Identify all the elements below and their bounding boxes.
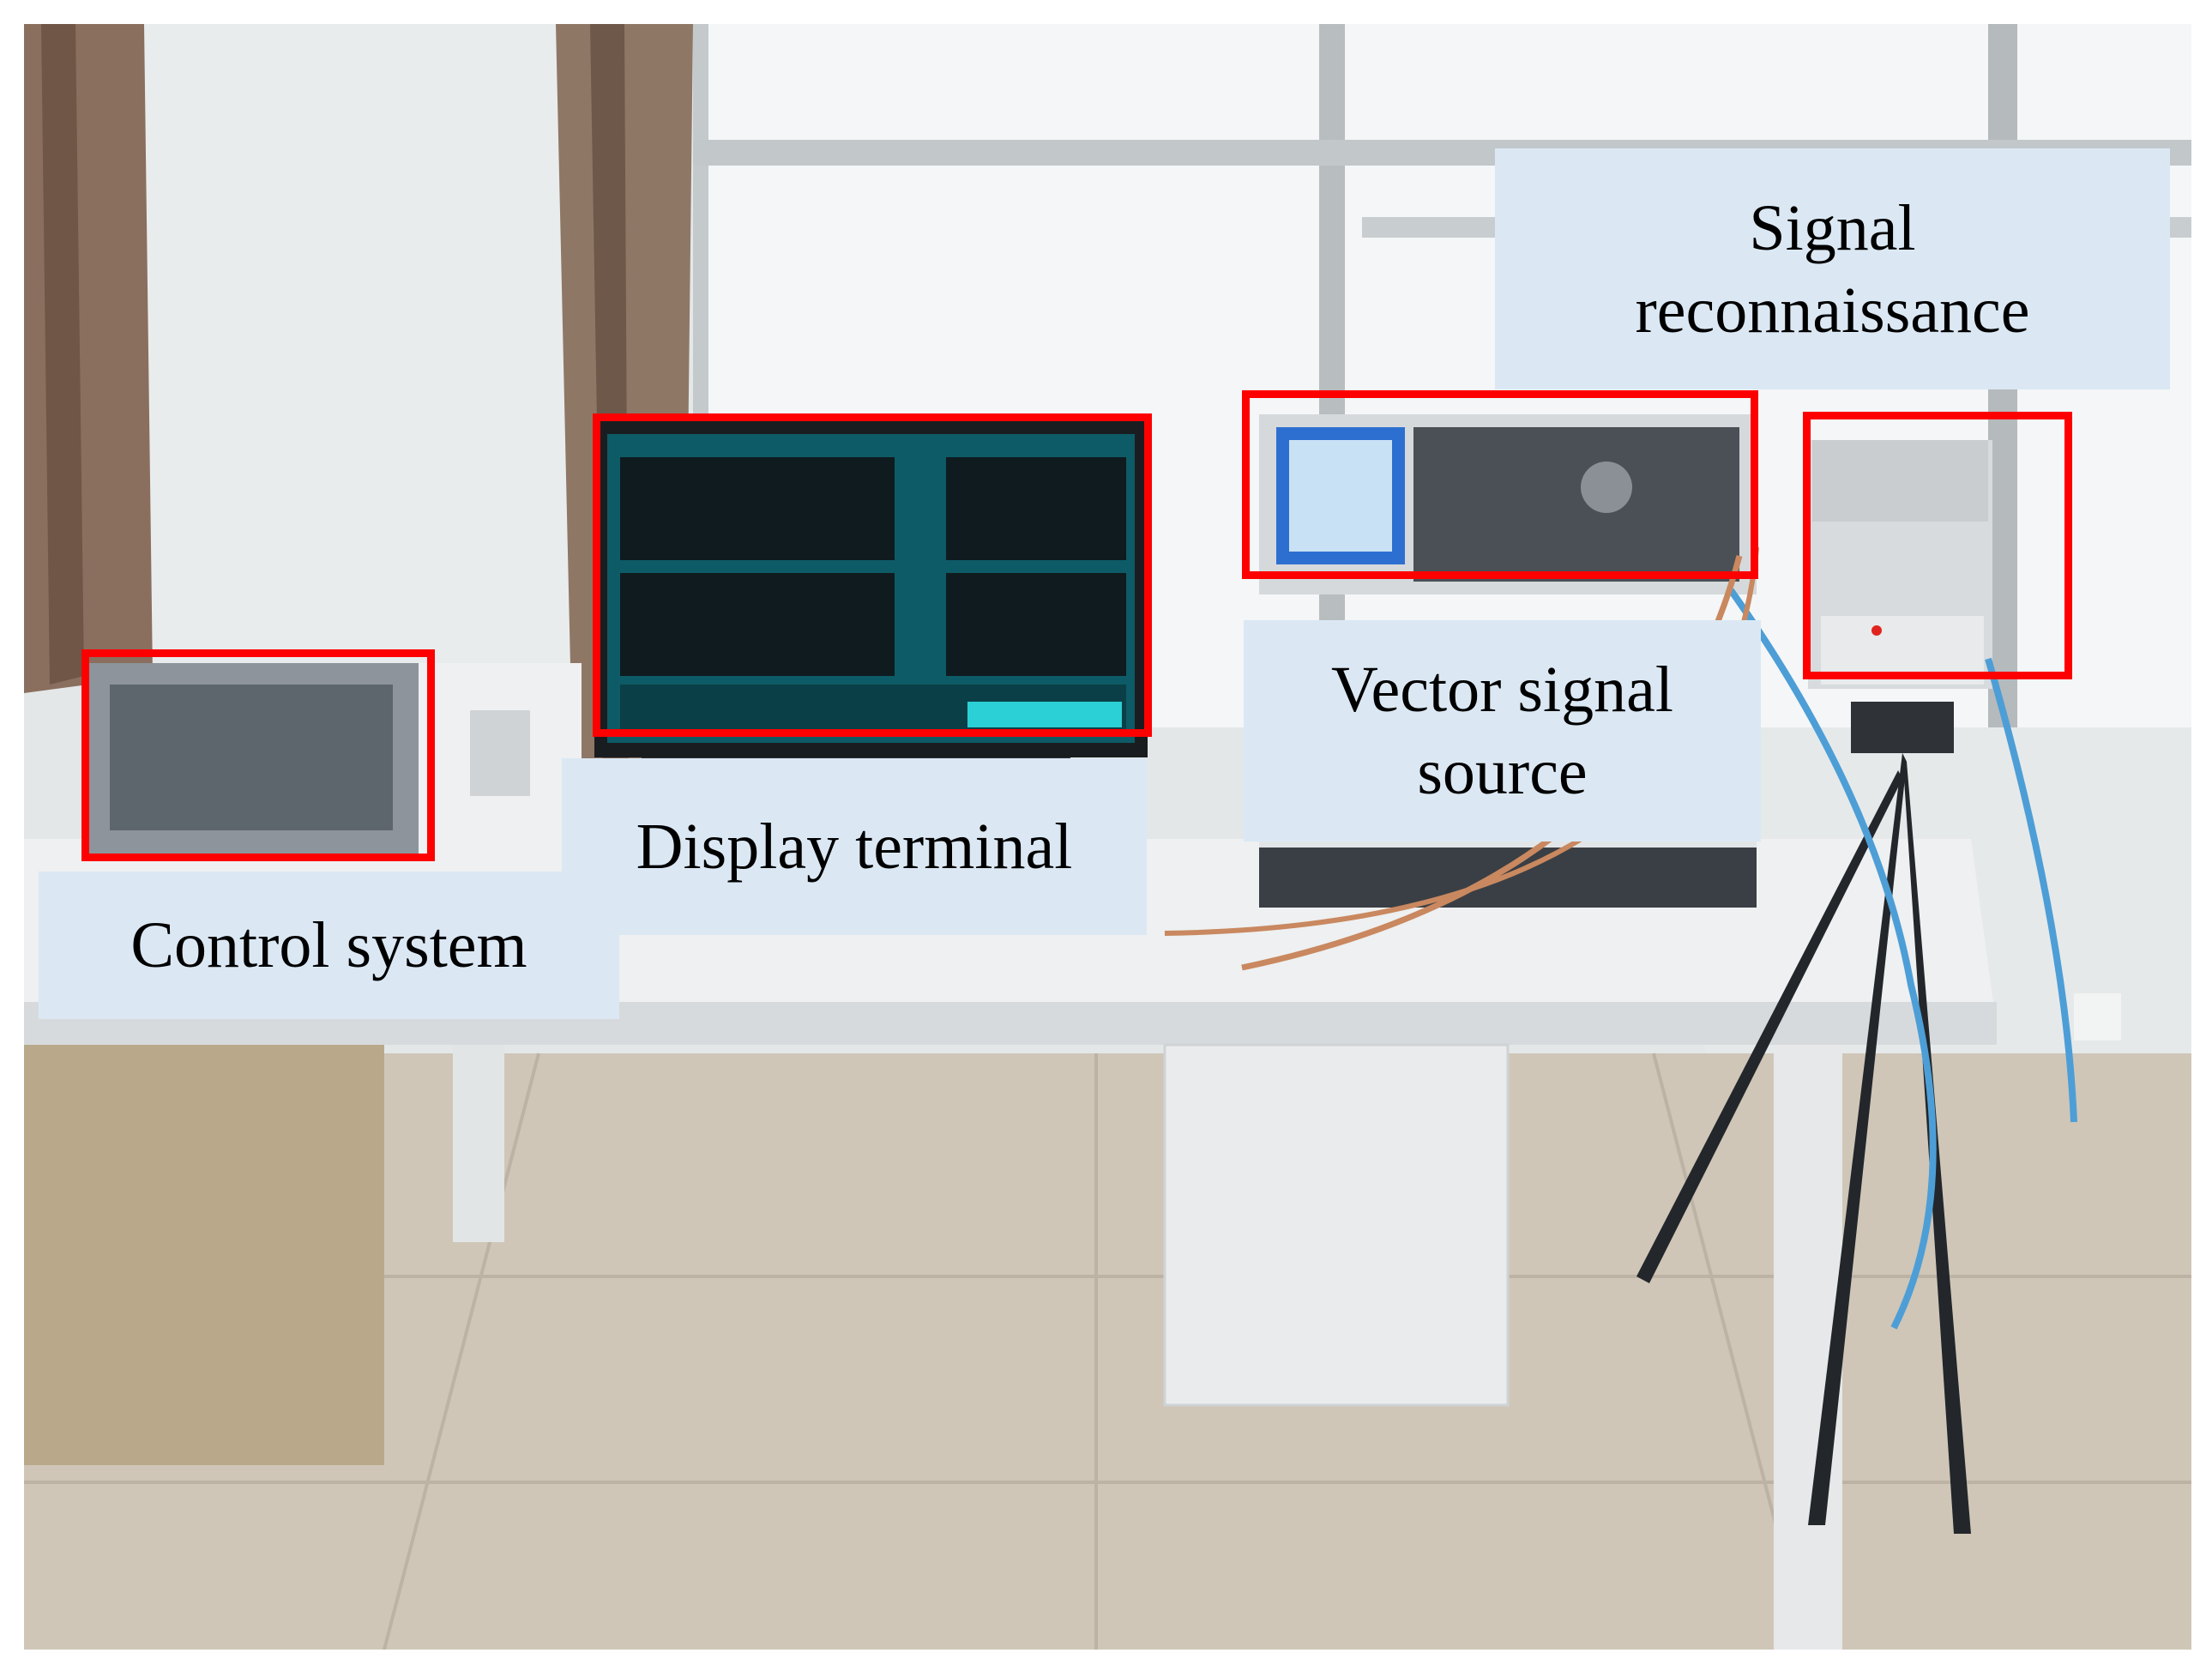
display-terminal-label: Display terminal: [562, 758, 1147, 935]
vector-signal-source-label-line-1: Vector signal: [1331, 654, 1673, 726]
display-terminal-label-text: Display terminal: [636, 811, 1073, 883]
control-system-label-text: Control system: [130, 909, 527, 981]
signal-reconnaissance-highlight-box: [1803, 412, 2072, 679]
control-system-highlight-box: [81, 649, 435, 861]
display-terminal-highlight-box: [593, 413, 1152, 737]
vector-signal-source-label-line-2: source: [1417, 736, 1588, 808]
signal-reconnaissance-label-line-1: Signal: [1749, 191, 1916, 264]
lab-photo: Signal reconnaissance Vector signal sour…: [24, 24, 2191, 1650]
vector-signal-source-highlight-box: [1242, 390, 1758, 579]
control-system-label: Control system: [39, 872, 619, 1019]
signal-reconnaissance-label: Signal reconnaissance: [1495, 148, 2170, 389]
signal-reconnaissance-label-line-2: reconnaissance: [1635, 274, 2030, 347]
vector-signal-source-label: Vector signal source: [1244, 620, 1761, 842]
